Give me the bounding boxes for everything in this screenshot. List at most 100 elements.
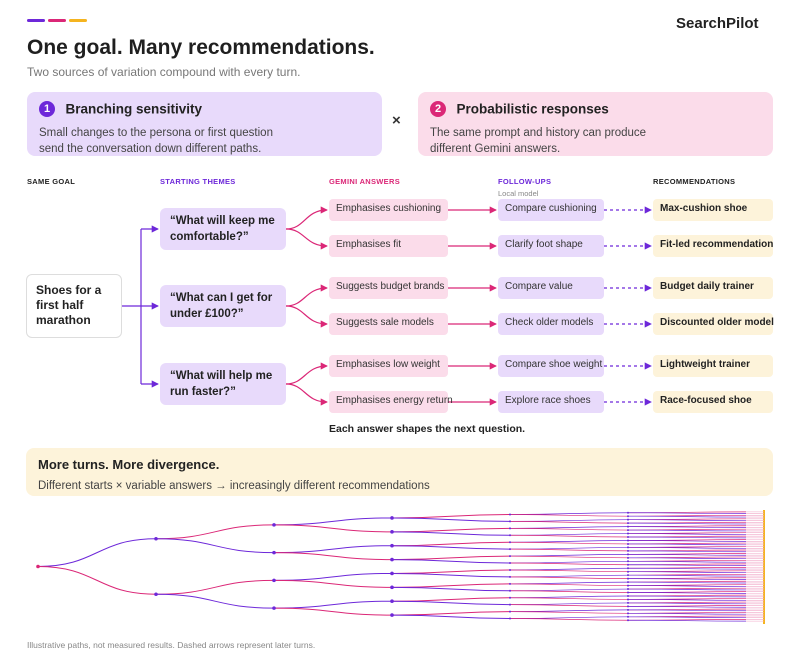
- tree-branch: [391, 513, 511, 519]
- tree-branch: [391, 569, 511, 574]
- tree-node: [509, 520, 511, 523]
- tree-node: [390, 516, 394, 520]
- answer-box: Emphasises fit: [329, 235, 448, 257]
- page-subtitle: Two sources of variation compound with e…: [27, 65, 301, 79]
- tree-branch: [391, 572, 511, 578]
- recommendation-box: Fit-led recommendation: [653, 235, 773, 257]
- tree-branch: [273, 579, 393, 588]
- tree-node: [627, 560, 629, 563]
- tree-node: [509, 617, 511, 620]
- tree-branch: [273, 552, 393, 561]
- tree-node: [509, 589, 511, 592]
- tree-branch: [509, 555, 629, 559]
- tree-node: [272, 606, 276, 610]
- tree-branch: [273, 524, 393, 533]
- tree-node: [627, 570, 629, 573]
- tree-branch: [155, 579, 275, 595]
- theme-to-answer-connectors: [285, 206, 328, 406]
- tree-branch: [509, 514, 629, 517]
- tree-node: [390, 530, 394, 534]
- tree-node: [272, 578, 276, 583]
- tree-branch: [509, 611, 629, 614]
- theme-box: “What will help me run faster?”: [160, 363, 286, 405]
- tree-branch: [627, 606, 747, 608]
- tree-branch: [627, 619, 747, 622]
- tree-branch: [627, 519, 747, 521]
- tree-branch: [391, 614, 511, 620]
- tree-branch: [391, 611, 511, 616]
- tree-node: [627, 549, 629, 552]
- column-header-recommendations: RECOMMENDATIONS: [653, 177, 736, 186]
- tree-node: [627, 525, 629, 528]
- followup-box: Check older models: [498, 313, 604, 335]
- tree-node: [627, 518, 629, 521]
- tree-node: [154, 592, 158, 597]
- tree-branch: [273, 517, 393, 526]
- tree-node: [509, 568, 511, 571]
- tree-branch: [273, 600, 393, 609]
- tree-branch: [509, 618, 629, 621]
- tree-branch: [509, 597, 629, 600]
- card-description: The same prompt and history can produce …: [430, 127, 647, 155]
- tree-node: [627, 615, 629, 618]
- tree-branch: [509, 521, 629, 524]
- tree-node: [509, 582, 511, 585]
- tree-node: [627, 574, 629, 577]
- tree-branch: [155, 593, 275, 609]
- accent-stripe-yellow: [69, 19, 87, 22]
- answer-box: Emphasises cushioning: [329, 199, 448, 221]
- tree-node: [627, 619, 629, 622]
- tree-branch: [627, 560, 747, 563]
- divergence-banner: More turns. More divergence. Different s…: [26, 448, 773, 496]
- tree-branch: [155, 524, 275, 540]
- tree-node: [627, 536, 629, 539]
- tree-branch: [627, 574, 747, 577]
- tree-branch: [37, 566, 157, 595]
- tree-branch: [627, 585, 747, 587]
- tree-branch: [273, 607, 393, 616]
- answer-box: Emphasises low weight: [329, 355, 448, 377]
- tree-node: [627, 594, 629, 597]
- column-header-follow-ups: FOLLOW-UPS: [498, 177, 552, 186]
- followup-box: Clarify foot shape: [498, 235, 604, 257]
- tree-branch: [627, 599, 747, 601]
- card-branching-sensitivity: 1 Branching sensitivity Small changes to…: [27, 92, 382, 156]
- recommendation-box: Discounted older model: [653, 313, 774, 335]
- goal-connector: [122, 229, 142, 384]
- tree-branch: [627, 529, 747, 532]
- tree-branch: [391, 541, 511, 547]
- tree-node: [627, 515, 629, 518]
- tree-branch: [509, 583, 629, 586]
- tree-branch: [627, 595, 747, 598]
- followup-box: Explore race shoes: [498, 391, 604, 413]
- tree-branch: [627, 571, 747, 573]
- column-subheader-local-model: Local model: [498, 189, 539, 198]
- tree-node: [627, 546, 629, 549]
- tree-branch: [627, 512, 747, 514]
- tree-node: [509, 562, 511, 565]
- recommendation-box: Race-focused shoe: [653, 391, 773, 413]
- tree-branch: [509, 548, 629, 552]
- tree-branch: [391, 527, 511, 533]
- tree-branch: [627, 522, 747, 525]
- followup-box: Compare shoe weight: [498, 355, 604, 377]
- tree-node: [627, 581, 629, 584]
- accent-stripe-pink: [48, 19, 66, 22]
- tree-node: [509, 527, 511, 530]
- card-probabilistic-responses: 2 Probabilistic responses The same promp…: [418, 92, 773, 156]
- tree-node: [509, 555, 511, 558]
- tree-branch: [627, 540, 747, 542]
- followup-box: Compare value: [498, 277, 604, 299]
- tree-branch: [509, 562, 629, 566]
- recommendation-box: Budget daily trainer: [653, 277, 773, 299]
- tree-node: [509, 534, 511, 537]
- theme-box: “What can I get for under £100?”: [160, 285, 286, 327]
- tree-branch: [627, 612, 747, 615]
- tree-branch: [509, 590, 629, 593]
- tree-branch: [391, 531, 511, 536]
- tree-branch: [627, 564, 747, 566]
- tree-node: [509, 603, 511, 606]
- card-number-badge: 1: [39, 100, 55, 117]
- tree-node: [627, 556, 629, 559]
